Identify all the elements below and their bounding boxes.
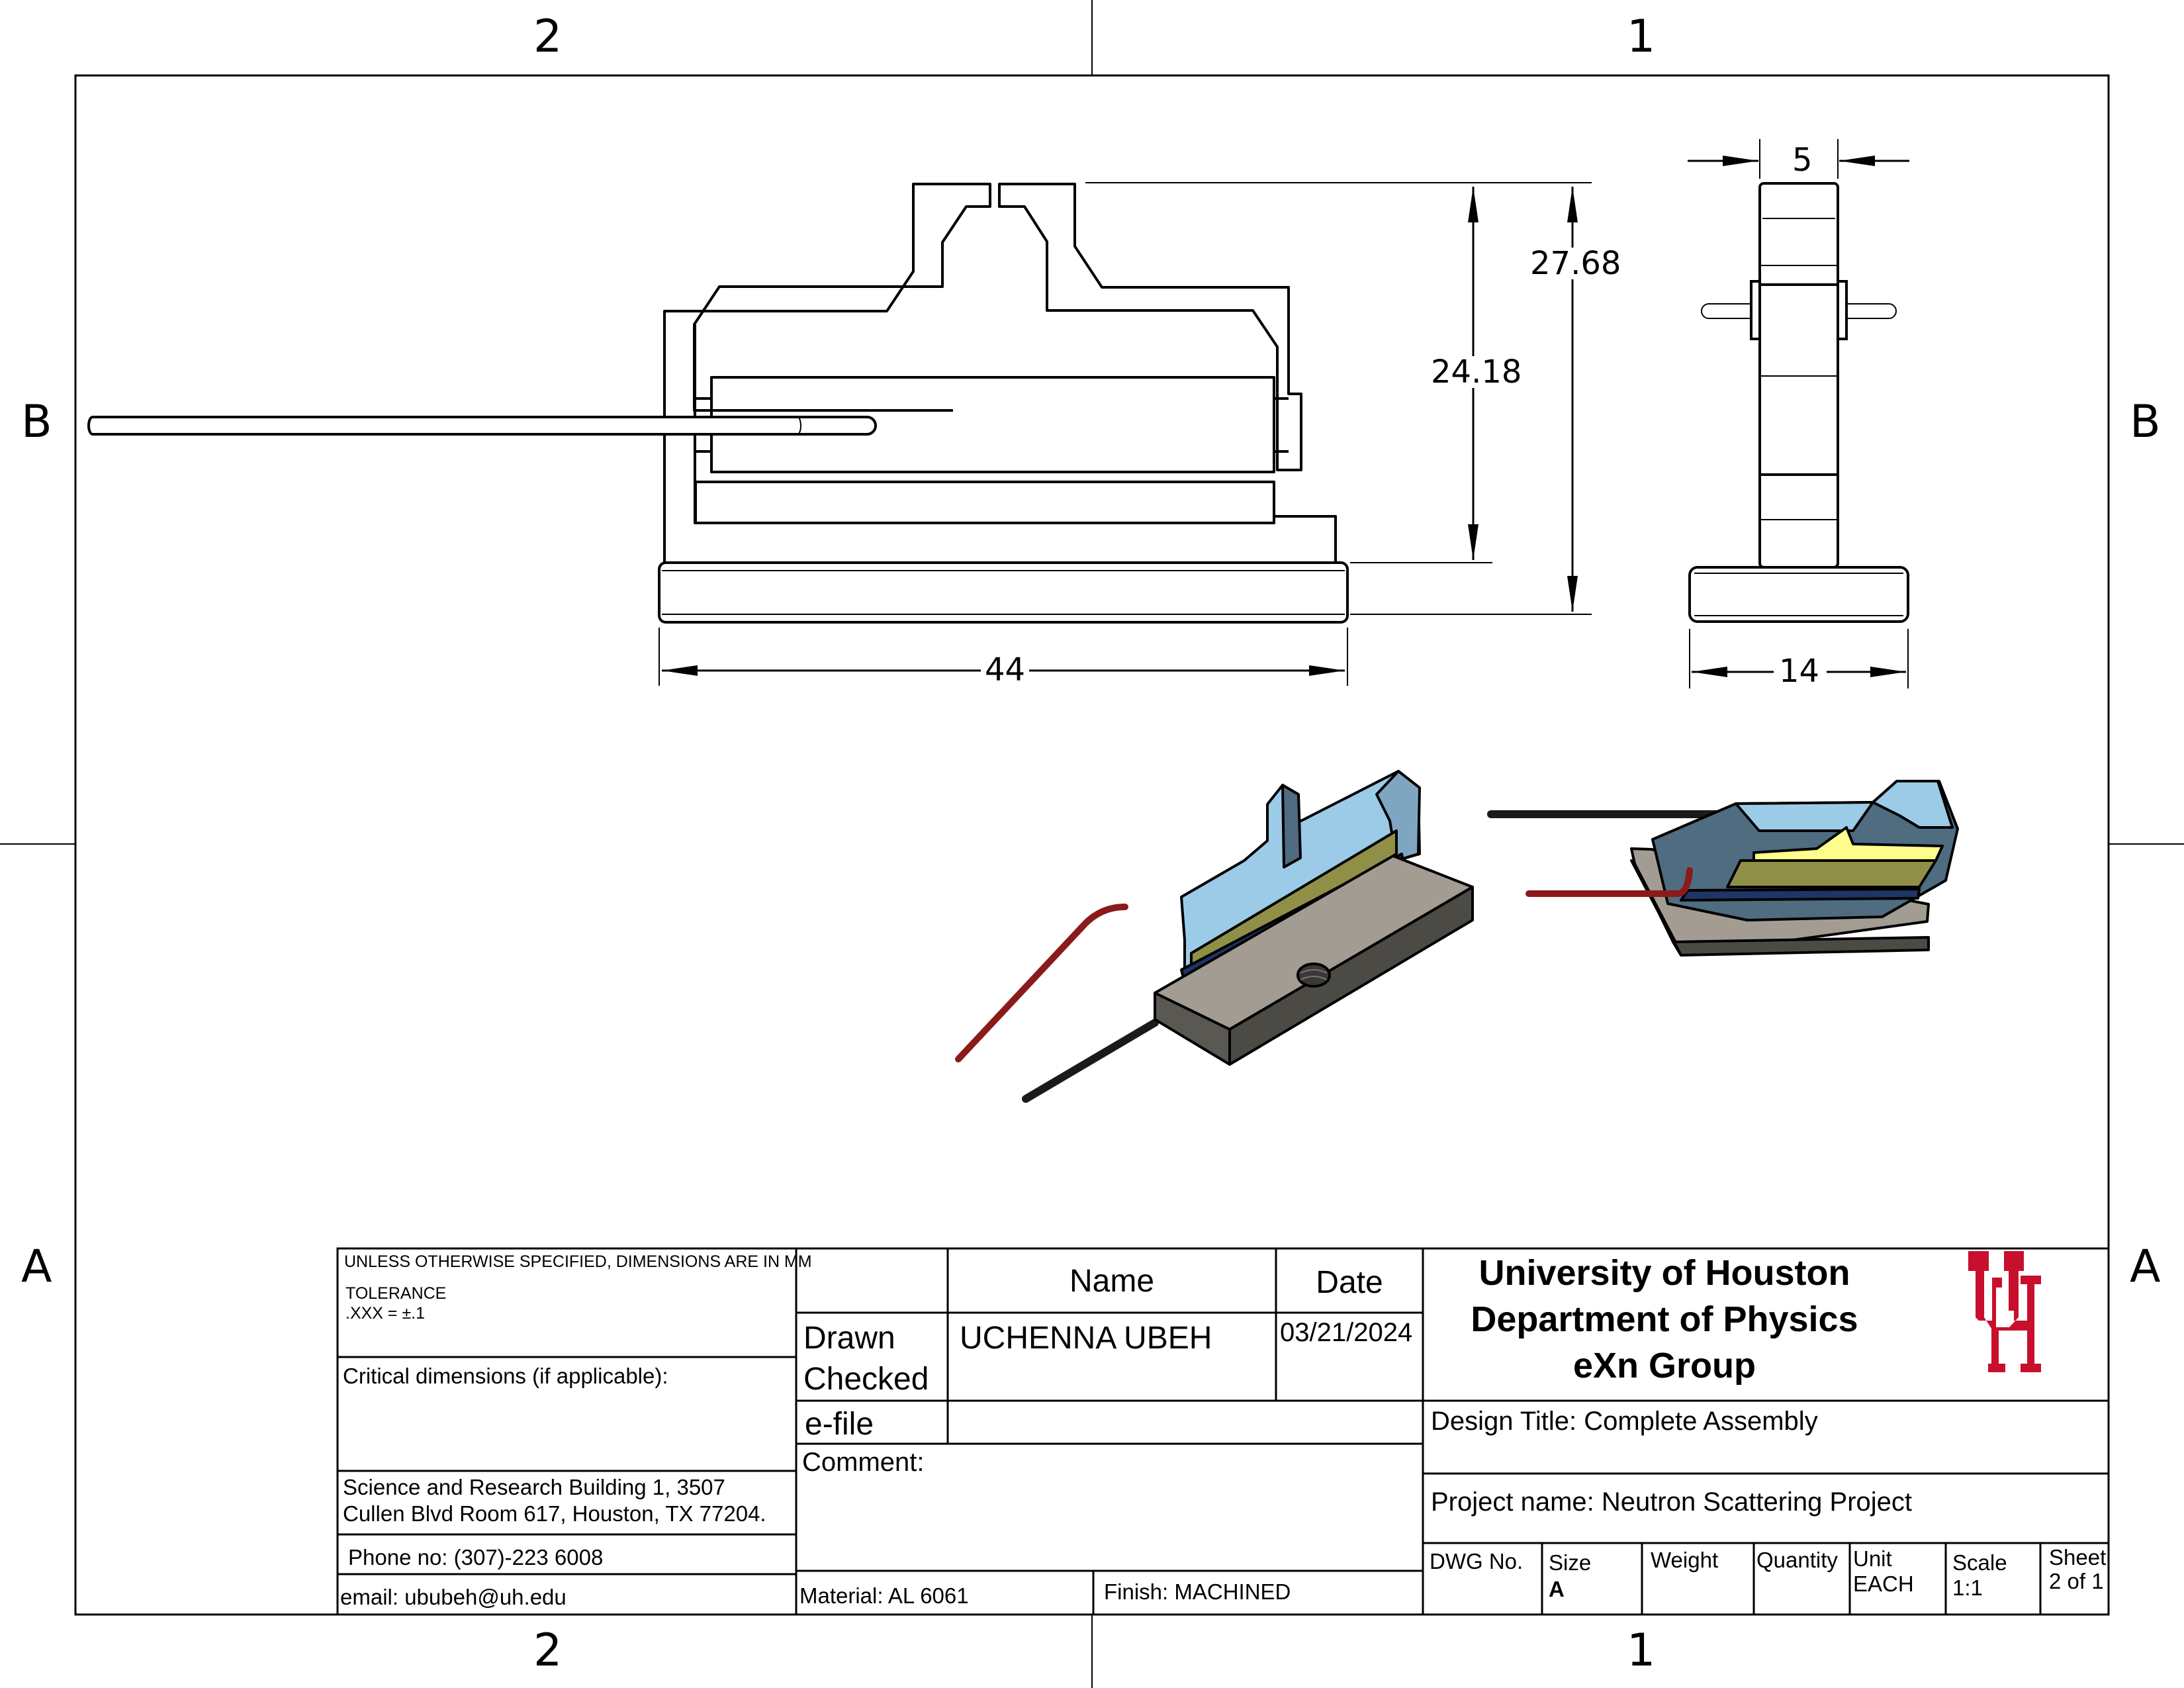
design-title: Design Title: Complete Assembly	[1431, 1407, 1818, 1436]
iso2-base-front	[1672, 936, 1930, 957]
signoff-drawn-date: 03/21/2024	[1280, 1318, 1413, 1347]
dim-thickness: 5	[1788, 144, 1817, 176]
sheet-label: Sheet	[2049, 1545, 2107, 1570]
zone-bottom-2: 2	[533, 1624, 563, 1677]
base-plate	[658, 561, 1349, 624]
zone-left-a: A	[21, 1241, 52, 1293]
quantity-label: Quantity	[1756, 1548, 1838, 1572]
wire-front	[87, 416, 877, 436]
unit-value: EACH	[1853, 1571, 1914, 1596]
front-view	[87, 183, 1349, 624]
signoff-checked-label: Checked	[803, 1362, 929, 1397]
org-department: Department of Physics	[1471, 1299, 1858, 1339]
org-university: University of Houston	[1479, 1253, 1850, 1293]
efile-label: e-file	[805, 1407, 874, 1442]
frame-outline-right	[998, 183, 1302, 471]
frame-body	[663, 311, 1337, 564]
title-block-grid	[336, 1247, 2110, 1616]
signoff-header-name: Name	[1069, 1264, 1155, 1299]
iso-tapped-hole	[1297, 962, 1331, 988]
address-line-2: Cullen Blvd Room 617, Houston, TX 77204.	[343, 1501, 766, 1526]
org-group: eXn Group	[1572, 1346, 1756, 1385]
frame-outline	[663, 183, 991, 563]
zone-bottom-1: 1	[1627, 1624, 1656, 1677]
uh-logo	[1968, 1251, 2041, 1372]
signoff-header-date: Date	[1316, 1265, 1383, 1300]
note-tolerance-value: .XXX = ±.1	[345, 1304, 426, 1323]
size-label: Size	[1549, 1550, 1592, 1575]
project-name: Project name: Neutron Scattering Project	[1431, 1487, 1913, 1517]
iso2-crystal-side	[1726, 859, 1937, 888]
zone-top-1: 1	[1627, 11, 1656, 63]
side-crystal-right	[1837, 280, 1848, 340]
iso2-wire-red	[1525, 867, 1693, 897]
side-wire-left	[1701, 303, 1751, 319]
zone-right-a: A	[2130, 1241, 2161, 1293]
note-units: UNLESS OTHERWISE SPECIFIED, DIMENSIONS A…	[344, 1252, 812, 1271]
finish-field: Finish: MACHINED	[1104, 1579, 1291, 1604]
scale-label: Scale	[1952, 1550, 2007, 1575]
dim-base-width: 14	[1775, 655, 1824, 687]
note-critical-dimensions: Critical dimensions (if applicable):	[343, 1364, 668, 1388]
dim-overall-width: 44	[981, 654, 1030, 686]
unit-label: Unit	[1853, 1546, 1892, 1571]
address-line-1: Science and Research Building 1, 3507	[343, 1475, 725, 1499]
signoff-drawn-label: Drawn	[803, 1321, 895, 1356]
sheet-value: 2 of 1	[2049, 1569, 2104, 1593]
iso-base-side	[1228, 886, 1474, 1066]
dim-body-height: 24.18	[1427, 356, 1526, 388]
dwg-no-label: DWG No.	[1430, 1549, 1524, 1573]
iso-wire-black	[1022, 1019, 1159, 1103]
phone-number: Phone no: (307)-223 6008	[348, 1545, 604, 1570]
dim-overall-height: 27.68	[1526, 248, 1625, 279]
isometric-view-left	[955, 770, 1474, 1103]
note-tolerance-label: TOLERANCE	[345, 1284, 447, 1303]
side-crystal-left	[1750, 280, 1761, 340]
side-base	[1688, 566, 1909, 623]
signoff-drawn-name: UCHENNA UBEH	[960, 1321, 1212, 1356]
side-wire-right	[1846, 303, 1897, 319]
side-dimensions	[1688, 139, 1909, 688]
zone-left-b: B	[21, 396, 52, 448]
scale-value: 1:1	[1952, 1575, 1983, 1600]
side-view	[1688, 182, 1909, 623]
size-value: A	[1549, 1577, 1565, 1601]
iso-wire-red	[955, 904, 1128, 1062]
isometric-view-right	[1487, 780, 1959, 957]
material-field: Material: AL 6061	[799, 1583, 969, 1608]
zone-top-2: 2	[533, 11, 563, 63]
weight-label: Weight	[1651, 1548, 1719, 1572]
lower-plate	[694, 481, 1275, 524]
zone-right-b: B	[2130, 396, 2161, 448]
comment-label: Comment:	[802, 1448, 925, 1477]
email-address: email: ububeh@uh.edu	[340, 1585, 567, 1609]
